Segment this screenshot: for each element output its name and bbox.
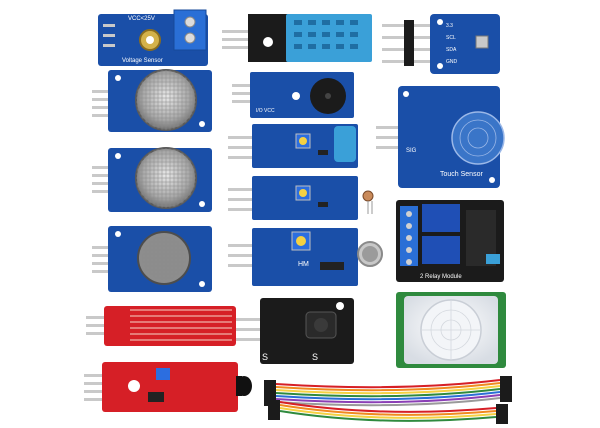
jumper-wire-bundle-1 bbox=[264, 376, 512, 407]
light-sensor-module bbox=[228, 176, 374, 220]
gas-sensor-module-2 bbox=[92, 147, 212, 212]
voltage-terminal-label: VCC<25V bbox=[128, 16, 155, 22]
ir-s-label-1: S bbox=[262, 352, 268, 362]
relay-module: 2 Relay Module bbox=[396, 200, 504, 282]
sound-sensor-hm-label: HM bbox=[298, 261, 309, 268]
buzzer-module: I/O VCC bbox=[232, 72, 354, 118]
pressure-sensor-module: 3.3 SCL SDA GND bbox=[382, 14, 500, 74]
gas-sensor-module-1 bbox=[92, 69, 212, 132]
pir-sensor-module bbox=[396, 292, 506, 368]
voltage-sensor-module: VCC<25V Voltage Sensor bbox=[98, 9, 208, 66]
dht11-module bbox=[222, 14, 372, 62]
buzzer-pin-labels: I/O VCC bbox=[256, 108, 275, 114]
relay-module-text: 2 Relay Module bbox=[420, 274, 462, 280]
jumper-wire-bundle-2 bbox=[268, 400, 508, 424]
sound-sensor-module: HM bbox=[228, 228, 383, 286]
gas-sensor-module-3 bbox=[92, 226, 212, 292]
touch-sensor-module: SIG Touch Sensor bbox=[376, 86, 505, 188]
pressure-pin-label-1: 3.3 bbox=[446, 23, 453, 29]
ir-receiver-module: S S bbox=[236, 298, 354, 364]
touch-sig-label: SIG bbox=[406, 148, 417, 154]
pressure-pin-label-4: GND bbox=[446, 59, 458, 65]
pressure-pin-label-3: SDA bbox=[446, 47, 457, 53]
touch-sensor-text: Touch Sensor bbox=[440, 171, 483, 178]
water-sensor-module bbox=[86, 306, 236, 346]
ir-s-label-2: S bbox=[312, 352, 318, 362]
voltage-sensor-text: Voltage Sensor bbox=[122, 58, 163, 64]
vibration-sensor-module bbox=[228, 124, 358, 168]
flame-sensor-module bbox=[84, 362, 252, 412]
pressure-pin-label-2: SCL bbox=[446, 35, 456, 41]
